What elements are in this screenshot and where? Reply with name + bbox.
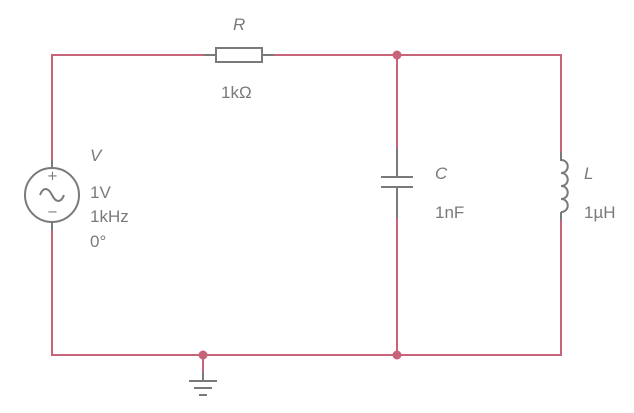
- source-plus-sign: +: [47, 169, 58, 184]
- junction-bottom-right[interactable]: [392, 350, 402, 360]
- inductor-name-label: L: [584, 164, 593, 183]
- ac-voltage-source[interactable]: + −: [24, 160, 80, 230]
- wires: [51, 54, 562, 381]
- source-phase-label: 0°: [90, 232, 106, 251]
- resistor-value-label: 1kΩ: [221, 83, 252, 102]
- resistor-body: [215, 47, 263, 63]
- source-minus-sign: −: [47, 205, 58, 220]
- resistor[interactable]: [204, 47, 274, 63]
- junction-top[interactable]: [392, 50, 402, 60]
- inductor-value-label: 1µH: [584, 203, 616, 222]
- source-name-label: V: [90, 146, 103, 165]
- capacitor[interactable]: [381, 148, 413, 218]
- wire-top-right: [261, 54, 562, 161]
- inductor-coil: [560, 159, 569, 213]
- wire-top-left: [51, 54, 217, 169]
- junction-ground[interactable]: [198, 350, 208, 360]
- capacitor-name-label: C: [435, 164, 448, 183]
- capacitor-value-label: 1nF: [435, 203, 464, 222]
- junctions: [198, 50, 402, 360]
- wire-bottom: [51, 221, 562, 356]
- source-amplitude-label: 1V: [90, 183, 111, 202]
- labels: R 1kΩ V 1V 1kHz 0° C 1nF L 1µH: [90, 15, 616, 251]
- ground-icon[interactable]: [189, 372, 217, 396]
- source-frequency-label: 1kHz: [90, 207, 129, 226]
- resistor-name-label: R: [233, 15, 245, 34]
- inductor[interactable]: [560, 152, 569, 220]
- ac-sine-icon: [39, 188, 65, 202]
